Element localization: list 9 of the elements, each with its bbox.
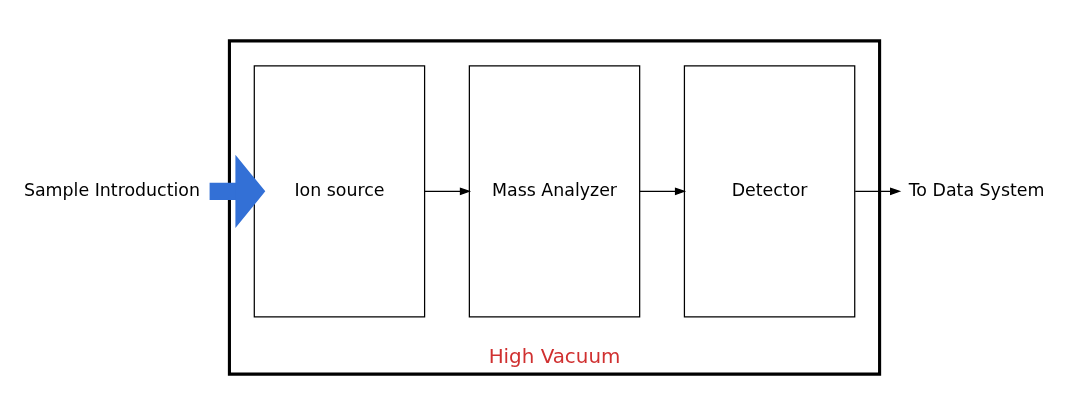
node-text: Sample Introduction: [23, 179, 200, 200]
arrow: [639, 186, 687, 195]
arrow: [854, 186, 902, 195]
node-box: Mass Analyzer: [468, 64, 641, 317]
arrow: [424, 186, 472, 195]
node-box: Ion source: [253, 64, 426, 317]
node-box: Detector: [683, 64, 856, 317]
arrow: [209, 154, 266, 228]
node-text: To Data System: [908, 179, 1045, 200]
